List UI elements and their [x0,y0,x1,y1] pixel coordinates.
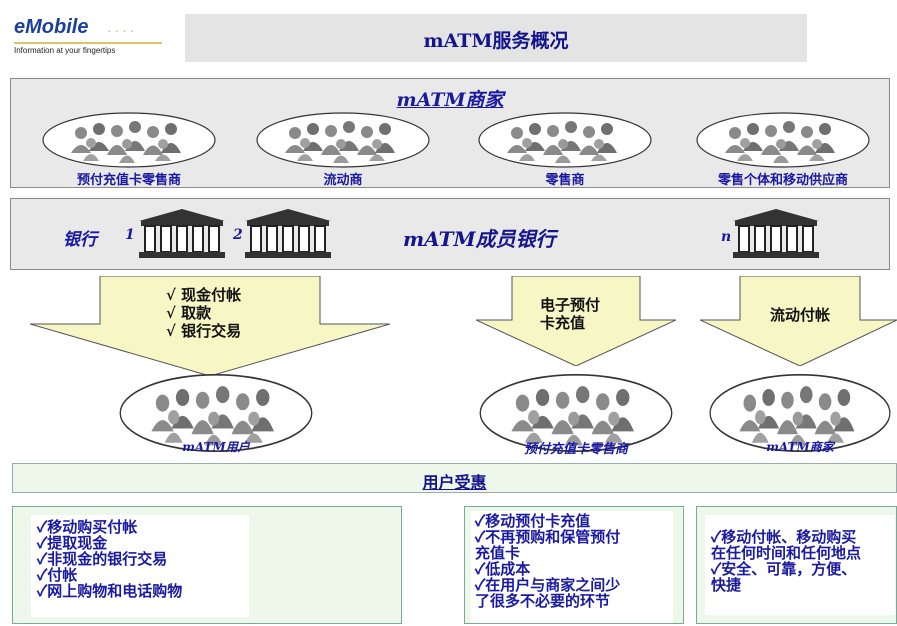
banks-title: mATM成员银行 [403,227,556,251]
flow-line: 电子预付 [540,296,601,314]
benefit-item: ✓网上购物和电话购物 [37,582,183,600]
crowd-icon [41,111,217,169]
flow-arrow [700,276,897,366]
benefit-box: ✓移动付帐、移动购买 在任何时间和任何地点 ✓安全、可靠，方便、 快捷 [696,506,897,624]
benefit-item: 了很多不必要的环节 [475,592,611,610]
bank-label: 银行 [63,230,97,250]
flow-line: 流动付帐 [770,306,831,324]
benefit-item: ✓移动购买付帐 [37,518,138,536]
benefit-item: 快捷 [711,576,742,594]
benefit-item: ✓付帐 [37,566,78,584]
merchants-panel: mATM商家 预付充值卡零售商 流动商 零售商 零售个体和移动供应商 [10,78,890,188]
bank-number: 1 [125,227,135,243]
page-title: mATM服务概况 [423,30,569,52]
merchant-group-label: 零售商 [545,173,585,188]
merchant-group-label: 流动商 [323,173,363,188]
flow-arrow [30,276,390,376]
benefits-bar: 用户受惠 [12,463,897,493]
benefit-list: ✓移动预付卡充值 ✓不再预购和保管预付 充值卡 ✓低成本 ✓在用户与商家之间少 … [471,511,673,609]
benefit-card: ✓移动购买付帐 ✓提取现金 ✓非现金的银行交易 ✓付帐 ✓网上购物和电话购物 [31,515,249,617]
flow-label: √ 现金付帐 √ 取款 √ 银行交易 [166,286,241,340]
flow-label: 流动付帐 [770,306,830,324]
benefit-item: ✓不再预购和保管预付 [475,528,621,546]
bank-building-icon [243,209,333,259]
crowd-icon [695,111,871,169]
banks-panel: 银行 1 2 mATM成员银行 n [10,198,890,270]
bank-building-icon [137,209,227,259]
logo-dots: .... [106,22,137,35]
flow-label: 电子预付 卡充值 [540,296,600,332]
benefit-item: ✓安全、可靠，方便、 [711,560,857,578]
benefit-card: ✓移动付帐、移动购买 在任何时间和任何地点 ✓安全、可靠，方便、 快捷 [705,515,895,615]
logo-tagline: Information at your fingertips [14,46,116,55]
flow-line: √ 取款 [166,304,212,322]
benefit-box: ✓移动预付卡充值 ✓不再预购和保管预付 充值卡 ✓低成本 ✓在用户与商家之间少 … [464,506,684,624]
benefit-item: ✓低成本 [475,560,531,578]
recipient-label: 预付充值卡零售商 [523,442,628,457]
merchant-group-label: 零售个体和移动供应商 [717,173,848,188]
benefit-item: ✓提取现金 [37,534,108,552]
merchants-title: mATM商家 [396,89,504,111]
benefit-item: 在任何时间和任何地点 [711,544,862,562]
benefits-title: 用户受惠 [422,473,487,492]
benefit-item: ✓非现金的银行交易 [37,550,168,568]
flow-line: 卡充值 [540,314,586,332]
crowd-icon [255,111,431,169]
emobile-logo: eMobile .... Information at your fingert… [14,16,166,60]
bank-building-icon [731,209,821,259]
benefit-list: ✓移动购买付帐 ✓提取现金 ✓非现金的银行交易 ✓付帐 ✓网上购物和电话购物 [31,515,249,599]
flow-line: √ 现金付帐 [166,286,242,304]
bank-number: n [721,229,732,245]
logo-rule [14,42,162,44]
benefit-list: ✓移动付帐、移动购买 在任何时间和任何地点 ✓安全、可靠，方便、 快捷 [705,515,895,593]
benefit-item: ✓在用户与商家之间少 [475,576,621,594]
benefit-item: ✓移动预付卡充值 [475,512,591,530]
header-bar: mATM服务概况 [185,14,807,62]
benefit-item: 充值卡 [475,544,521,562]
flow-arrow [476,276,676,366]
recipient-label: mATM商家 [766,440,834,454]
recipient-label: mATM用户 [182,440,250,454]
benefit-box: ✓移动购买付帐 ✓提取现金 ✓非现金的银行交易 ✓付帐 ✓网上购物和电话购物 [12,506,402,624]
benefit-item: ✓移动付帐、移动购买 [711,528,857,546]
flow-line: √ 银行交易 [166,322,242,340]
bank-number: 2 [233,227,243,243]
logo-wordmark: eMobile [14,16,89,38]
merchant-group-label: 预付充值卡零售商 [76,173,181,188]
crowd-icon [477,111,653,169]
benefit-card: ✓移动预付卡充值 ✓不再预购和保管预付 充值卡 ✓低成本 ✓在用户与商家之间少 … [471,511,673,623]
